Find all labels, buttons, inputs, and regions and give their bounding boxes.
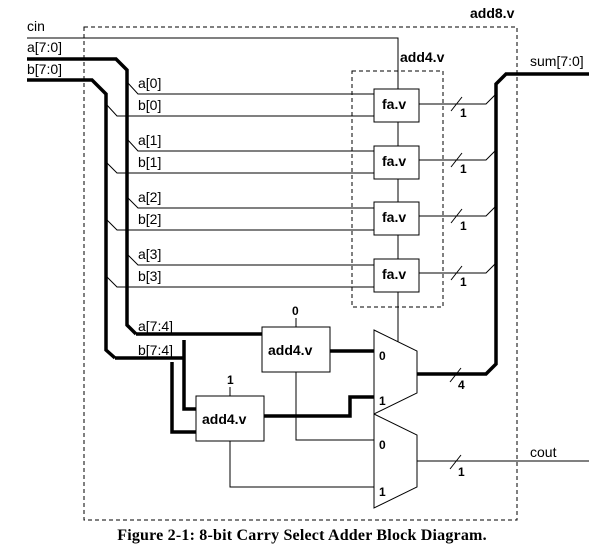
cin-label: cin [27, 18, 45, 34]
bit-label-a0: a[0] [138, 75, 161, 91]
carry-out-top-wire [295, 372, 374, 441]
fa-chain [373, 88, 420, 374]
b-input-label: b[7:0] [27, 61, 62, 77]
cin-wire [27, 37, 399, 89]
cout-output-label: cout [530, 444, 557, 460]
a-input-label: a[7:0] [27, 39, 62, 55]
sum-upper-slash [449, 367, 462, 383]
bus-width-label: 1 [460, 162, 467, 176]
carry-in-zero: 0 [292, 304, 299, 318]
bit-label-a3: a[3] [138, 246, 161, 262]
add4-bottom-block [195, 395, 265, 442]
a-bus [27, 57, 138, 336]
b-bus [27, 78, 117, 360]
add4-module-title: add4.v [400, 49, 445, 65]
fa-block-label: fa.v [382, 209, 406, 225]
add8-module-title: add8.v [470, 5, 515, 21]
add8-module-border [83, 26, 518, 521]
cout-mux [373, 413, 418, 509]
mux-input-one: 1 [379, 394, 386, 408]
bus-width-label: 1 [460, 275, 467, 289]
bit-label-b0: b[0] [138, 97, 161, 113]
fa-block-label: fa.v [382, 153, 406, 169]
upper-label-b: b[7:4] [138, 342, 173, 358]
bit-label-b3: b[3] [138, 268, 161, 284]
add4-block-label: add4.v [268, 342, 313, 358]
bus-width-label: 1 [458, 465, 465, 479]
fa-block-label: fa.v [382, 96, 406, 112]
add4-block-label: add4.v [202, 411, 247, 427]
sum-output-label: sum[7:0] [530, 53, 584, 69]
carry-in-one: 1 [227, 373, 234, 387]
mux-input-zero: 0 [379, 349, 386, 363]
sum-mux [373, 329, 418, 415]
bus-width-label: 4 [458, 378, 465, 392]
fa-block-label: fa.v [382, 266, 406, 282]
carry-out-bottom-wire [229, 441, 374, 488]
bus-width-label: 1 [460, 219, 467, 233]
mux-input-one: 1 [379, 485, 386, 499]
mux-input-zero: 0 [379, 438, 386, 452]
bit-label-b2: b[2] [138, 211, 161, 227]
sum-bit-wires [419, 93, 497, 281]
upper-buses [115, 332, 374, 434]
bit-label-a2: a[2] [138, 189, 161, 205]
bus-width-label: 1 [460, 106, 467, 120]
sum-bus [417, 72, 589, 376]
bit-wires [105, 81, 374, 288]
add4-top-block [261, 326, 331, 373]
upper-label-a: a[7:4] [138, 318, 173, 334]
figure-caption: Figure 2-1: 8-bit Carry Select Adder Blo… [117, 527, 487, 544]
cout-slash [449, 454, 462, 470]
bit-label-a1: a[1] [138, 132, 161, 148]
bit-label-b1: b[1] [138, 154, 161, 170]
